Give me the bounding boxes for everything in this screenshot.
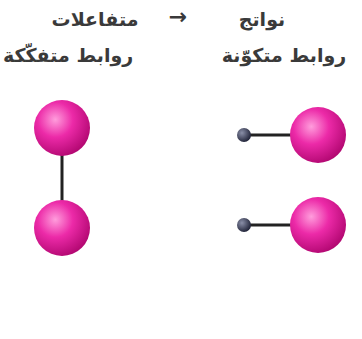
atom-large <box>290 197 346 253</box>
bond-caption: روابط متفكّكة <box>3 44 133 67</box>
column-heading: متفاعلات <box>52 8 139 31</box>
atom-large <box>34 100 90 156</box>
reaction-arrow: → <box>169 4 187 30</box>
reactant-molecule <box>34 100 90 256</box>
bond-caption: روابط متكوّنة <box>222 44 347 67</box>
product-molecule <box>237 197 346 253</box>
atom-small <box>237 128 251 142</box>
column-heading: نواتج <box>239 8 285 31</box>
atom-small <box>237 218 251 232</box>
product-molecule <box>237 107 346 163</box>
atom-large <box>34 200 90 256</box>
atom-large <box>290 107 346 163</box>
